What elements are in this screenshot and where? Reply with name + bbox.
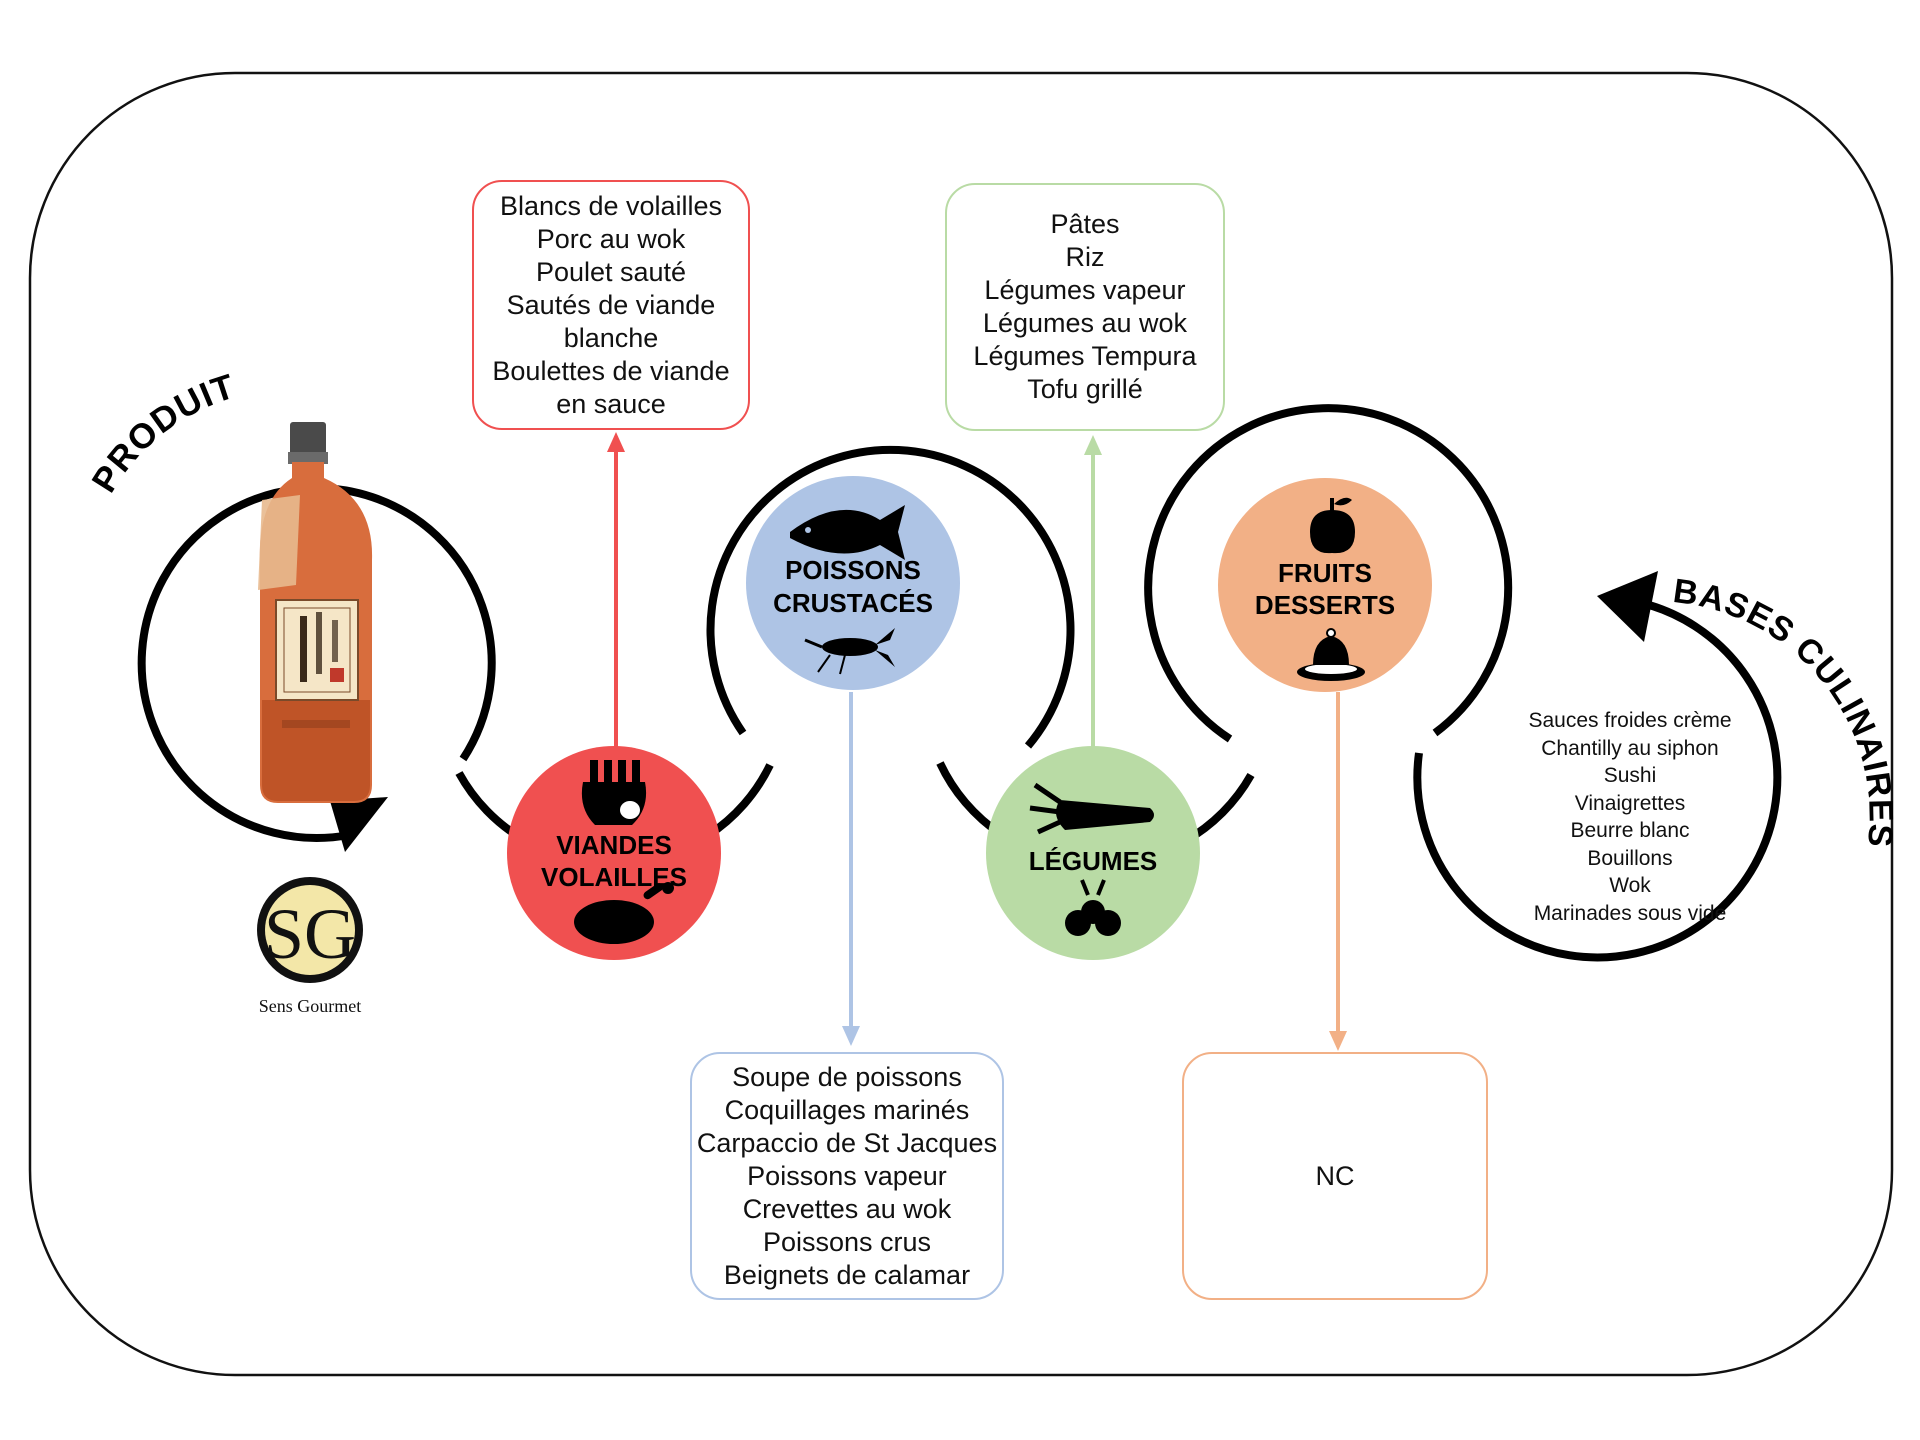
legumes-item: Légumes Tempura [973,341,1197,371]
bases-arrowhead-icon [1597,571,1658,642]
poissons-item: Soupe de poissons [732,1061,962,1092]
produit-arrowhead-icon [330,797,388,852]
radish-icon [1065,879,1121,936]
poissons-item: Coquillages marinés [724,1094,970,1125]
chain-arc-poissons [706,445,1075,749]
viandes-item: Boulettes de viande [492,355,730,386]
bub-viandes-2-label: VOLAILLES [541,862,687,892]
roast-chicken-icon [574,882,674,944]
viandes-item: Poulet sauté [535,256,687,287]
bases-circle [1413,597,1782,962]
bases-item: Bouillons [1587,846,1673,870]
outer-frame [28,71,1894,1377]
viandes-item: en sauce [556,388,666,419]
bases-item: Wok [1609,874,1651,897]
viandes-item: blanche [563,322,659,353]
bub-fruits-1-label: FRUITS [1278,558,1372,588]
fish-icon [790,505,905,560]
poissons-item: Carpaccio de St Jacques [696,1127,998,1158]
poissons-item: Beignets de calamar [723,1259,971,1290]
legumes-item: Pâtes [1050,209,1120,239]
legumes-item: Tofu grillé [1027,374,1143,404]
dessert-icon [1297,628,1365,681]
bub-poissons-1-label: POISSONS [785,555,921,585]
bases-item: Beurre blanc [1570,819,1690,842]
bubble-viandes-volailles: VIANDES VOLAILLES [507,746,721,960]
chain-arc-fruits [1144,404,1513,743]
bub-fruits-2-label: DESSERTS [1255,590,1395,620]
poissons-item: Poissons crus [762,1226,932,1257]
sens-gourmet-logo: SG [257,877,363,983]
poissons-arrowhead-icon [842,1026,860,1046]
viandes-item: Sautés de viande [506,289,716,320]
legumes-item: Légumes au wok [982,308,1188,338]
bub-legumes-1-label: LÉGUMES [1029,846,1158,876]
bubble-legumes: LÉGUMES [986,746,1200,960]
viandes-arrowhead-icon [607,432,625,452]
product-bottle-image [258,422,373,803]
lobster-icon [804,628,895,675]
bub-viandes-1-label: VIANDES [556,830,672,860]
bub-poissons-2-label: CRUSTACÉS [773,588,933,618]
bases-item: Chantilly au siphon [1541,736,1719,760]
bases-item: Sauces froides crème [1528,709,1732,732]
fruits-arrowhead-icon [1329,1031,1347,1051]
legumes-item: Légumes vapeur [984,275,1186,305]
viandes-item: Blancs de volailles [499,190,723,221]
bases-item: Sushi [1603,764,1657,787]
bubble-poissons-crustaces: POISSONS CRUSTACÉS [746,476,960,690]
legumes-arrowhead-icon [1084,435,1102,455]
produit-circle [137,484,496,843]
box-fruits-lines: NC [1316,1160,1355,1193]
meat-rack-icon [581,760,647,825]
bubble-fruits-desserts: FRUITS DESSERTS [1218,478,1432,692]
apple-icon [1310,497,1355,554]
bases-item: Marinades sous vide [1533,901,1727,925]
bases-item: Vinaigrettes [1574,791,1686,815]
poissons-item: Crevettes au wok [742,1193,952,1224]
legumes-item: Riz [1065,242,1105,272]
fruits-item: NC [1315,1160,1355,1191]
svg-text:SG: SG [264,894,356,974]
produit-label: PRODUIT [84,367,239,499]
brand-name: Sens Gourmet [258,996,362,1016]
viandes-item: Porc au wok [536,223,686,254]
poissons-item: Poissons vapeur [747,1160,947,1191]
box-fruits-desserts: NC [1182,1052,1488,1300]
carrot-icon [1029,782,1154,835]
